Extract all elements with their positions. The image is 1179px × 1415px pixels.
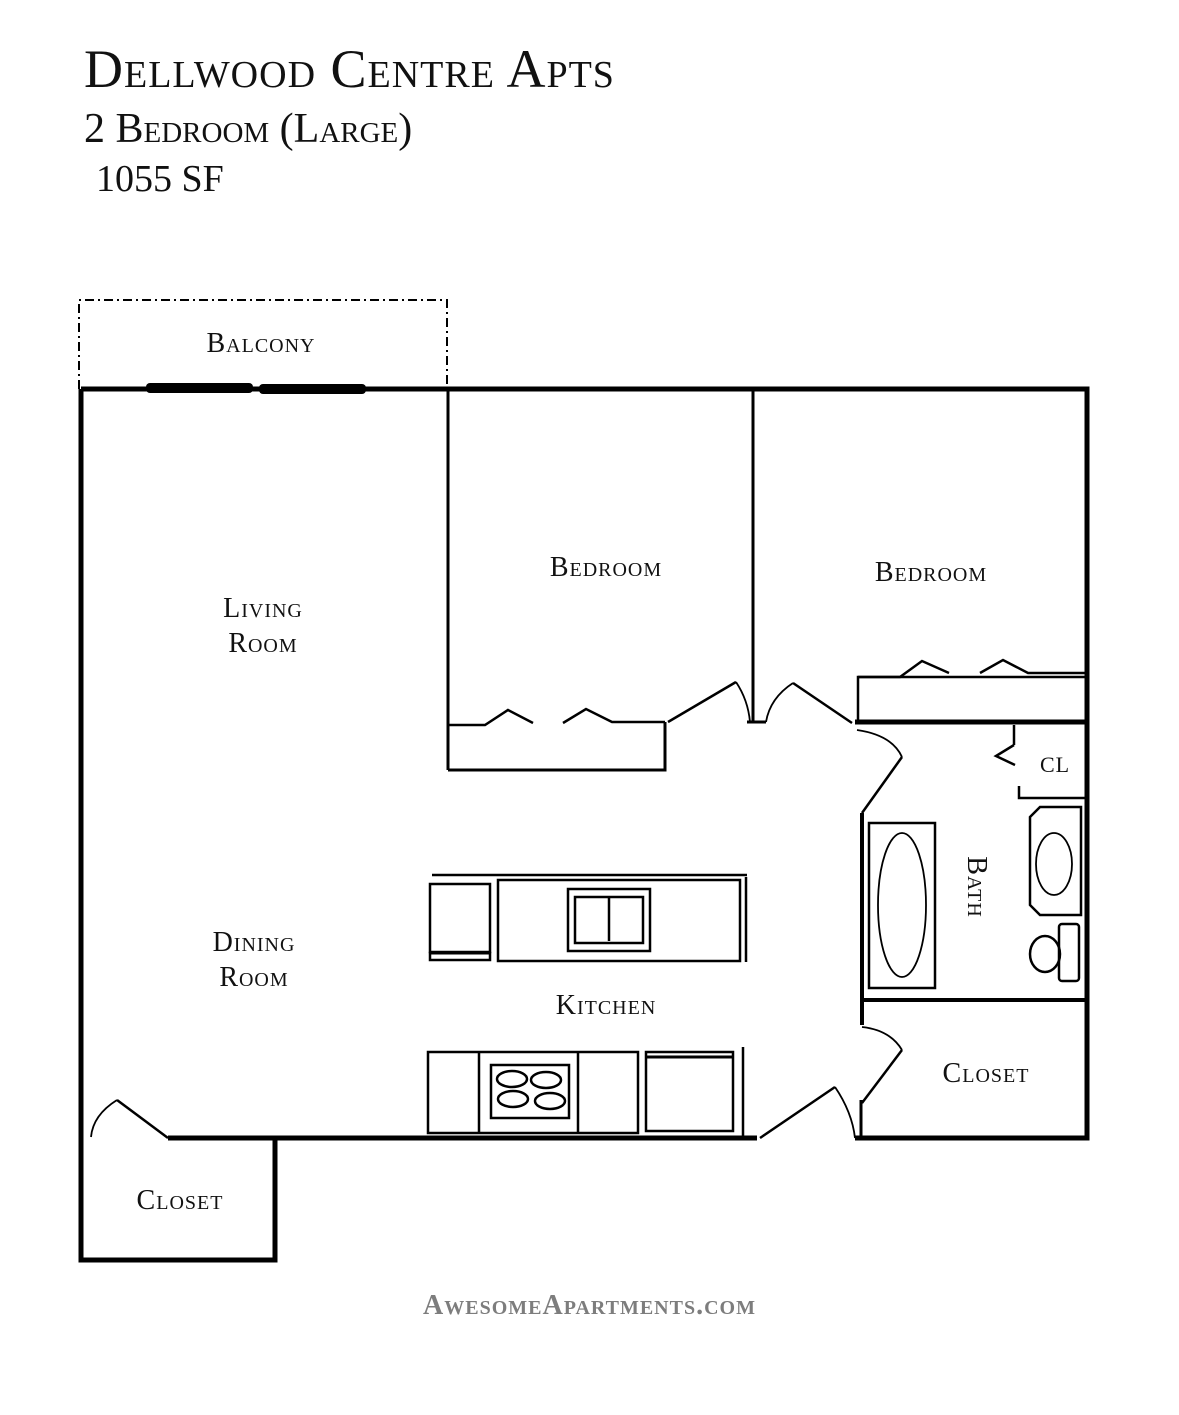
square-footage: 1055 SF — [96, 158, 224, 200]
room-label-closet-right: Closet — [943, 1058, 1030, 1089]
room-label-bedroom-1: Bedroom — [550, 552, 662, 583]
room-label-balcony: Balcony — [206, 328, 315, 359]
room-label-bedroom-2: Bedroom — [875, 557, 987, 588]
room-label-cl: CL — [1040, 752, 1070, 777]
room-label-dining-1: Dining — [213, 927, 296, 958]
room-label-living-1: Living — [223, 593, 303, 624]
bedroom1-closet-doors — [448, 707, 665, 727]
stove — [489, 1063, 571, 1120]
bathroom-sink — [1028, 805, 1083, 917]
website-watermark: AwesomeApartments.com — [423, 1290, 756, 1321]
exterior-walls — [78, 386, 1090, 1263]
kitchen-upper-counter — [428, 873, 748, 963]
kitchen-sink — [566, 887, 652, 953]
bedroom2-closet-doors — [858, 658, 1087, 679]
unit-type: 2 Bedroom (Large) — [84, 106, 413, 152]
balcony-outline — [78, 299, 448, 389]
bath-door — [856, 729, 904, 814]
room-label-bath: Bath — [961, 856, 992, 918]
bathtub — [867, 821, 937, 990]
bedroom2-door — [765, 681, 853, 725]
bedroom1-door — [667, 680, 751, 724]
left-closet-door — [90, 1098, 169, 1140]
room-label-dining-2: Room — [219, 962, 288, 993]
right-closet-door — [861, 1026, 903, 1104]
property-title: Dellwood Centre Apts — [84, 39, 615, 99]
room-label-living-2: Room — [228, 628, 297, 659]
toilet — [1028, 922, 1081, 983]
interior-walls — [446, 389, 1087, 1138]
cl-door — [993, 743, 1016, 767]
entry-door — [759, 1085, 856, 1140]
room-label-kitchen: Kitchen — [556, 990, 657, 1021]
room-label-closet-left: Closet — [137, 1185, 224, 1216]
kitchen-lower-counter — [426, 1047, 745, 1136]
